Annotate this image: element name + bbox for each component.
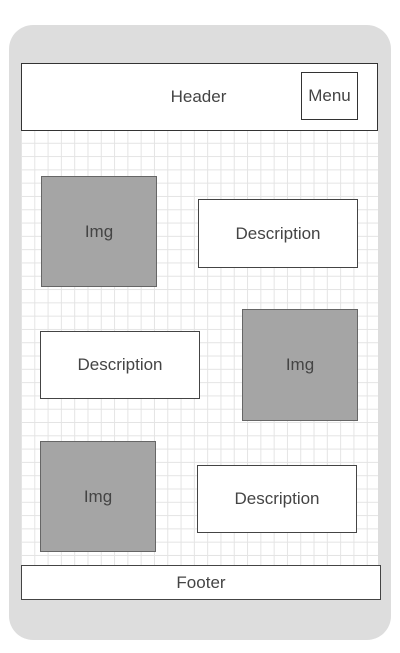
header-title: Header (170, 87, 227, 106)
description-box-3: Description (197, 465, 357, 533)
screen-grid: Header Menu Img Description Description … (21, 63, 381, 600)
image-placeholder-3: Img (40, 441, 156, 552)
menu-button[interactable]: Menu (301, 72, 358, 120)
description-box-2: Description (40, 331, 200, 399)
header-bar: Header Menu (21, 63, 378, 131)
footer-bar: Footer (21, 565, 381, 600)
description-box-1: Description (198, 199, 358, 268)
image-placeholder-2: Img (242, 309, 358, 421)
image-placeholder-1: Img (41, 176, 157, 287)
